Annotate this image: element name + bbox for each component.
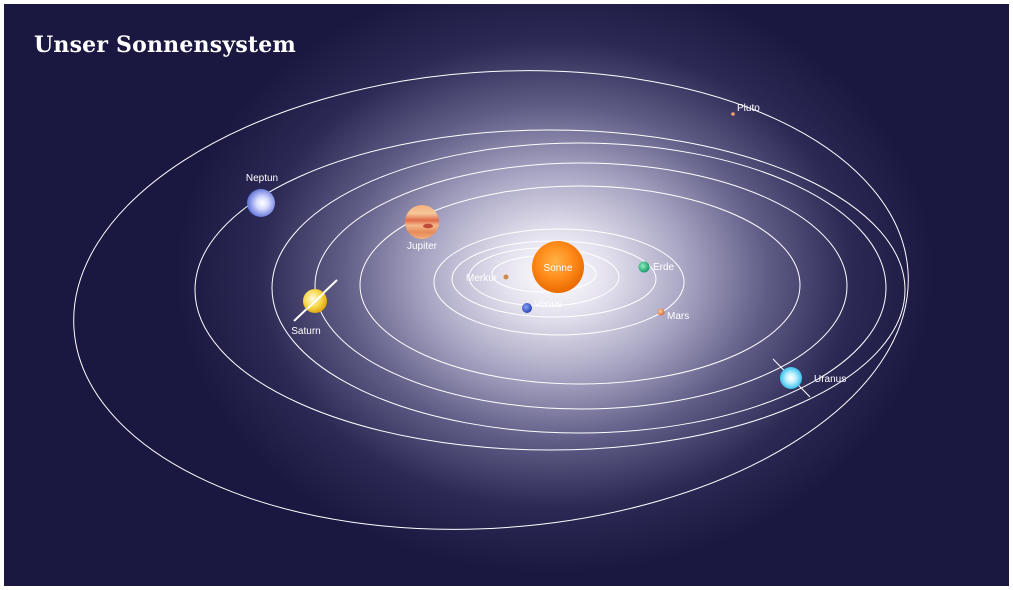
saturn-ring-front: [306, 292, 325, 310]
diagram-title: Unser Sonnensystem: [34, 32, 296, 58]
sun-label: Sonne: [544, 263, 573, 274]
jupiter-red-spot: [423, 223, 433, 229]
orbit-uranus: [271, 142, 887, 434]
label-erde: Erde: [653, 262, 675, 273]
planet-mars: [657, 308, 665, 316]
label-mars: Mars: [667, 311, 689, 322]
solar-system-svg: Sonne Merkur Venus Erde Mars Jupiter Sat…: [73, 70, 909, 530]
planet-erde: [638, 261, 650, 273]
orbit-saturn: [314, 162, 848, 410]
label-saturn: Saturn: [291, 326, 320, 337]
label-merkur: Merkur: [466, 273, 498, 284]
planet-uranus: [780, 367, 802, 389]
label-jupiter: Jupiter: [407, 241, 438, 252]
orbit-mars: [433, 228, 685, 336]
sun: [532, 241, 584, 293]
label-neptun: Neptun: [246, 173, 278, 184]
solar-system-diagram: Unser Sonnensystem: [4, 4, 1009, 586]
orbit-erde: [451, 240, 657, 318]
planet-jupiter: [405, 205, 439, 239]
planet-neptun: [247, 189, 275, 217]
label-venus: Venus: [534, 299, 562, 310]
planet-venus: [522, 303, 532, 313]
orbit-pluto: [73, 70, 909, 530]
orbit-jupiter: [359, 185, 801, 385]
planet-pluto: [731, 112, 735, 116]
label-uranus: Uranus: [814, 374, 846, 385]
label-pluto: Pluto: [737, 103, 760, 114]
orbit-neptun: [194, 129, 906, 451]
planet-merkur: [503, 274, 509, 280]
